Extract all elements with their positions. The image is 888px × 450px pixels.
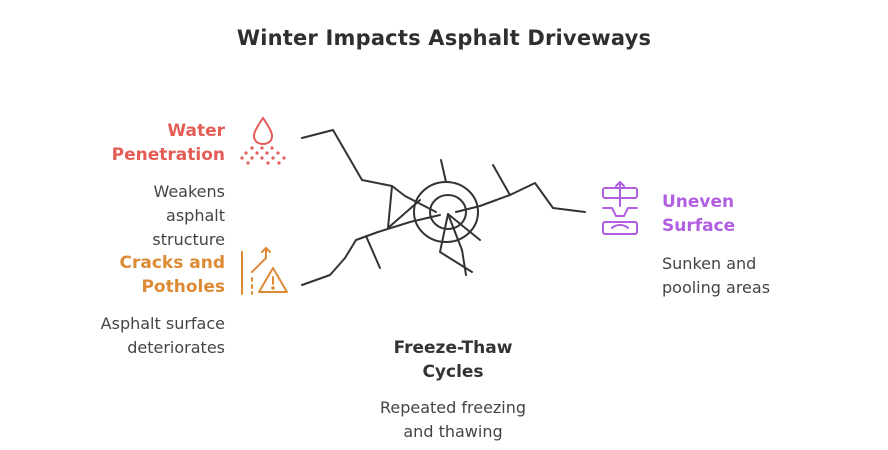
crack-line-down-3 [447,213,481,241]
crack-ring-outer [413,181,479,243]
uneven-surface-heading: Uneven Surface [662,190,735,238]
water-heading-line1: Water [167,121,225,141]
crack-line-right-spur [492,164,511,196]
water-drop-spray-icon [240,116,286,165]
freeze-heading-line1: Freeze-Thaw [393,338,513,358]
cracks-heading-line2: Potholes [141,277,225,297]
cracks-potholes-heading: Cracks and Potholes [120,251,226,299]
sinking-surface-icon [602,181,638,235]
water-penetration-description: Weakens asphalt structure [152,180,225,252]
page-title: Winter Impacts Asphalt Driveways [236,26,652,50]
uneven-desc-line1: Sunken and [662,254,757,273]
cracks-desc-line2: deteriorates [127,338,225,357]
water-heading-line2: Penetration [111,145,225,165]
freeze-thaw-heading: Freeze-Thaw Cycles [353,336,553,384]
crack-ring-inner [429,194,467,230]
uneven-desc-line2: pooling areas [662,278,771,297]
crack-line-lower-left-spur [365,235,381,269]
road-warning-icon [241,247,288,295]
water-penetration-heading: Water Penetration [112,119,225,167]
cracks-potholes-description: Asphalt surface deteriorates [101,312,225,360]
crack-line-lower-left [301,214,441,286]
uneven-surface-description: Sunken and pooling areas [662,252,770,300]
cracks-desc-line1: Asphalt surface [100,314,225,333]
freeze-thaw-description: Repeated freezing and thawing [333,396,573,444]
uneven-heading-line2: Surface [662,216,736,236]
water-desc-line2: asphalt [166,206,225,225]
freeze-desc-line1: Repeated freezing [379,398,527,417]
freeze-heading-line2: Cycles [422,362,484,382]
crack-line-right [455,182,586,213]
uneven-heading-line1: Uneven [662,192,735,212]
freeze-desc-line2: and thawing [403,422,503,441]
water-desc-line3: structure [152,230,225,249]
crack-line-upper-left [301,129,437,213]
cracks-heading-line1: Cracks and [119,253,226,273]
crack-line-down-1 [439,213,473,273]
crack-line-down-2 [447,213,467,276]
water-desc-line1: Weakens [153,182,225,201]
crack-line-top-spur [440,159,447,183]
